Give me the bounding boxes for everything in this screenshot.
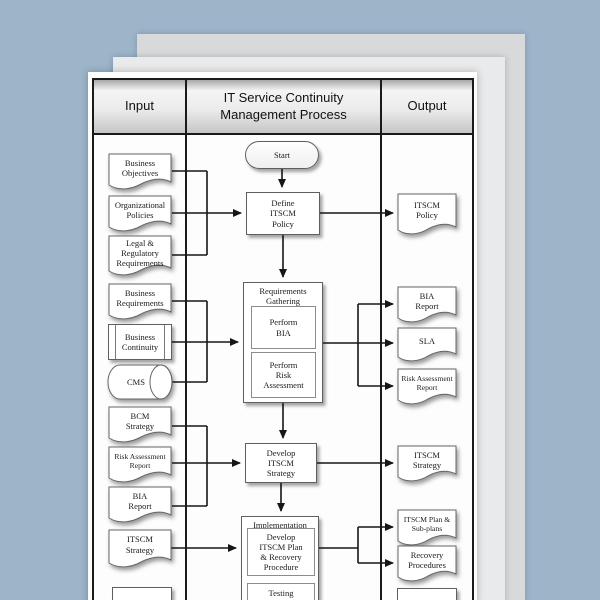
label: Business Continuity: [121, 331, 159, 352]
group-label: Implementation: [253, 520, 307, 530]
input-doc-legal-regulatory: Legal & Regulatory Requirements: [108, 235, 172, 279]
label: Risk Assessment Report: [401, 373, 453, 392]
input-cylinder-cms: CMS: [106, 364, 174, 400]
input-doc-bia-report: BIA Report: [108, 486, 172, 526]
label: BIA Report: [415, 290, 439, 311]
label: Legal & Regulatory Requirements: [116, 237, 164, 269]
label: BIA Report: [128, 490, 152, 511]
output-doc-itscm-policy: ITSCM Policy: [397, 193, 457, 239]
output-shape-cut-off: [397, 588, 457, 600]
start-node: Start: [245, 141, 319, 169]
flowchart-table-frame: [92, 78, 474, 600]
label: SLA: [418, 335, 436, 346]
process-define-itscm-policy: Define ITSCM Policy: [246, 192, 320, 235]
document-shape: [108, 283, 172, 323]
cylinder-shape: [106, 364, 174, 400]
document-shape: [108, 153, 172, 193]
input-shape-cut-off: [112, 587, 172, 600]
document-shape: [397, 509, 457, 549]
output-doc-bia-report: BIA Report: [397, 286, 457, 326]
column-divider-process-output: [380, 80, 382, 600]
input-doc-bcm-strategy: BCM Strategy: [108, 406, 172, 446]
header-bottom-border: [94, 133, 472, 135]
input-group3-rail: [172, 425, 208, 507]
output-doc-recovery-procedures: Recovery Procedures: [397, 545, 457, 585]
header-cell-output: Output: [382, 80, 472, 133]
label: CMS: [127, 376, 145, 387]
process-testing: Testing: [247, 583, 315, 600]
output-branch-plan: [314, 527, 359, 563]
process-requirements-gathering-group: Requirements Gathering Perform BIA Perfo…: [243, 282, 323, 403]
process-perform-bia: Perform BIA: [251, 306, 316, 349]
label: ITSCM Policy: [414, 199, 440, 221]
output-doc-risk-assessment-report: Risk Assessment Report: [397, 368, 457, 408]
group-label: Requirements Gathering: [259, 286, 307, 307]
input-doc-business-requirements: Business Requirements: [108, 283, 172, 323]
label: ITSCM Strategy: [412, 449, 442, 470]
label: ITSCM Plan & Sub-plans: [403, 514, 451, 533]
label: BCM Strategy: [125, 410, 155, 431]
document-shape: [397, 545, 457, 585]
process-develop-itscm-strategy: Develop ITSCM Strategy: [245, 443, 317, 483]
document-shape: [397, 193, 457, 239]
document-shape: [108, 529, 172, 571]
label: Business Requirements: [116, 287, 164, 308]
document-shape: [397, 327, 457, 365]
document-shape: [108, 446, 172, 486]
label: Recovery Procedures: [408, 549, 446, 570]
header-cell-process: IT Service Continuity Management Process: [187, 80, 380, 133]
column-divider-input-process: [185, 80, 187, 600]
process-implementation-group: Implementation Develop ITSCM Plan & Reco…: [241, 516, 319, 600]
process-perform-risk-assessment: Perform Risk Assessment: [251, 352, 316, 398]
input-doc-itscm-strategy: ITSCM Strategy: [108, 529, 172, 571]
document-shape: [108, 235, 172, 279]
output-branch-gathering: [321, 304, 359, 386]
label: Risk Assessment Report: [114, 451, 166, 470]
predefined-process-side-bars: [115, 325, 165, 359]
label: Organizational Policies: [114, 199, 166, 220]
document-shape: [108, 406, 172, 446]
document-shape: [108, 486, 172, 526]
document-shape: [397, 368, 457, 408]
input-doc-business-objectives: Business Objectives: [108, 153, 172, 193]
input-doc-risk-assessment-report: Risk Assessment Report: [108, 446, 172, 486]
output-doc-sla: SLA: [397, 327, 457, 365]
input-doc-organizational-policies: Organizational Policies: [108, 195, 172, 235]
input-predefined-business-continuity: Business Continuity: [108, 324, 172, 360]
label: ITSCM Strategy: [125, 534, 155, 555]
header-cell-input: Input: [94, 80, 185, 133]
document-shape: [108, 195, 172, 235]
output-doc-itscm-strategy: ITSCM Strategy: [397, 445, 457, 485]
document-shape: [397, 445, 457, 485]
output-doc-itscm-plan-subplans: ITSCM Plan & Sub-plans: [397, 509, 457, 549]
label: Business Objectives: [121, 157, 159, 178]
document-shape: [397, 286, 457, 326]
process-develop-itscm-plan: Develop ITSCM Plan & Recovery Procedure: [247, 528, 315, 576]
